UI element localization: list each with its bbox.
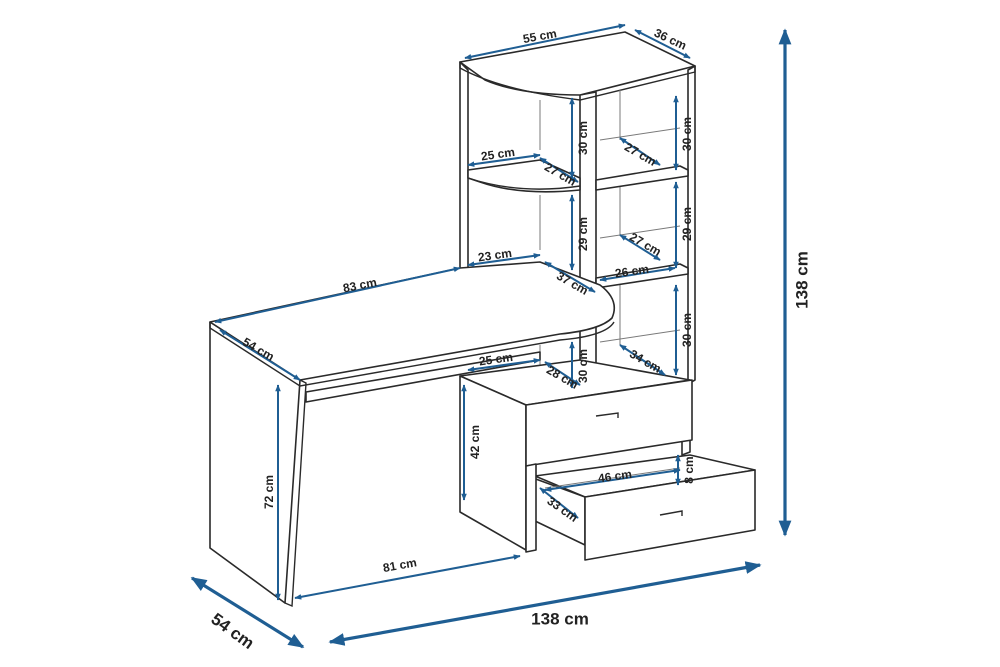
right-upper-depth-label: 27 cm [622, 140, 658, 169]
desk-height-label: 72 cm [262, 475, 276, 509]
left-lower-height-label: 30 cm [576, 349, 590, 383]
right-middle-height-label: 29 cm [680, 207, 694, 241]
desk-top-depth-arrow [219, 329, 301, 381]
cabinet-height-label: 42 cm [468, 425, 482, 459]
desk-level-width-arrow [467, 253, 541, 267]
right-middle-width-arrow [599, 266, 676, 282]
desk-level-depth-arrow [544, 261, 596, 293]
desk-level-width-label: 23 cm [477, 246, 513, 265]
desk-knee-width-arrow [294, 554, 521, 600]
drawer-depth-arrow [539, 487, 579, 519]
overall-height-label: 138 cm [792, 251, 811, 309]
shelf-top-depth-arrow [634, 29, 691, 59]
overall-width-label: 138 cm [531, 609, 589, 628]
furniture-drawing [209, 31, 756, 608]
shelf-top-width-label: 55 cm [522, 26, 558, 46]
desk-top-length-label: 83 cm [342, 275, 378, 295]
desk-top-length-arrow [214, 266, 461, 324]
left-upper-height-label: 30 cm [576, 121, 590, 155]
overall-width-arrow [328, 561, 762, 646]
desk-knee-width-label: 81 cm [382, 555, 418, 575]
left-shelf-1-width-label: 25 cm [480, 145, 516, 164]
right-upper-height-label: 30 cm [680, 117, 694, 151]
shelf-top-width-arrow [464, 23, 626, 60]
left-middle-height-label: 29 cm [576, 217, 590, 251]
drawer-cabinet [459, 359, 756, 561]
left-shelf-1-width-arrow [467, 153, 541, 167]
overall-depth-arrow [190, 576, 305, 649]
right-middle-depth-arrow [619, 234, 661, 261]
drawer-height-label: 8 cm [682, 456, 696, 483]
right-middle-depth-label: 27 cm [627, 230, 663, 259]
drawer-width-label: 46 cm [597, 467, 633, 486]
right-upper-depth-arrow [619, 137, 661, 166]
right-lower-height-label: 30 cm [680, 313, 694, 347]
left-lower-width-arrow [467, 358, 541, 372]
drawer-width-arrow [544, 468, 681, 492]
dimension-lines [190, 23, 792, 649]
right-middle-width-label: 26 cm [614, 262, 650, 281]
right-lower-depth-arrow [619, 344, 666, 376]
left-lower-width-label: 25 cm [478, 350, 514, 369]
